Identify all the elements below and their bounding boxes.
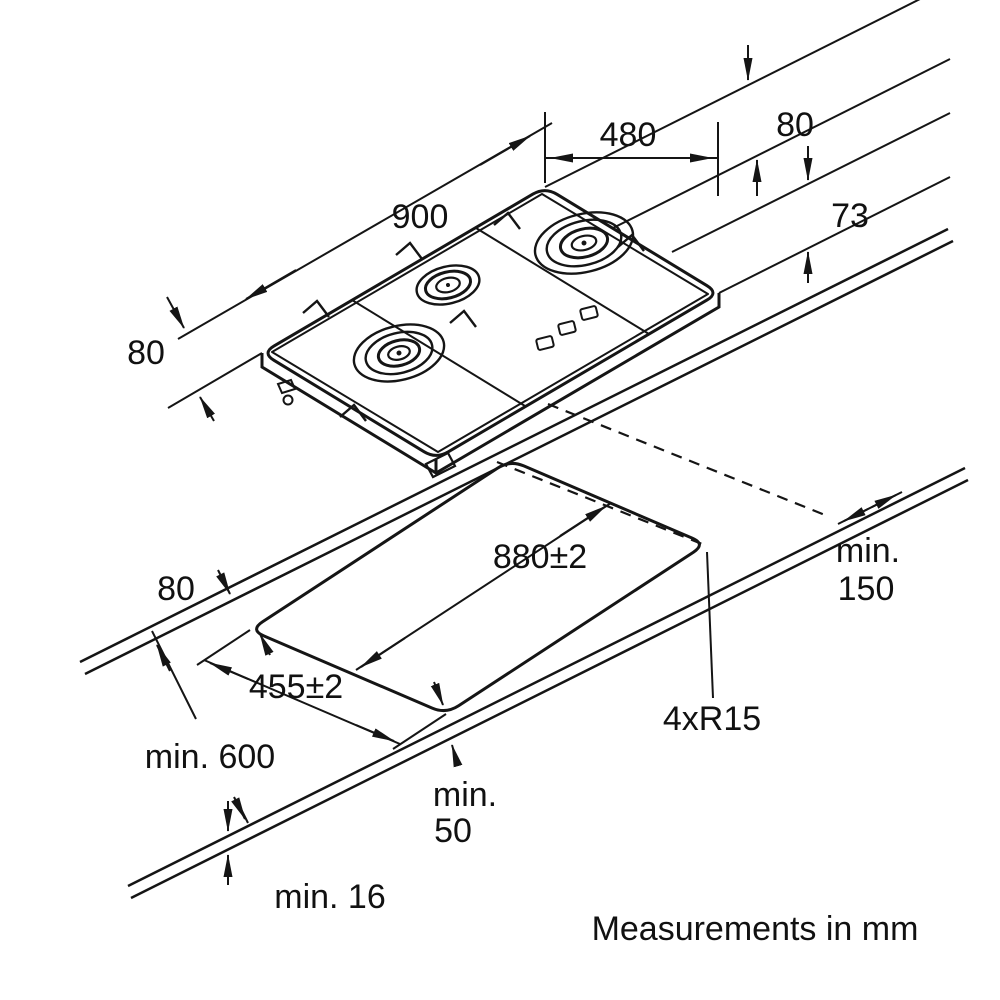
dim-min600: min. 600 <box>145 630 275 824</box>
burner-cap-icon <box>423 269 473 301</box>
burner-ring-icon <box>352 323 446 383</box>
burner-ring-icon <box>364 330 434 376</box>
dim-arrow <box>559 505 607 537</box>
dim-arrow <box>259 633 274 656</box>
worktop-back-edge-line-2 <box>84 239 954 676</box>
dim-label-73: 73 <box>831 197 869 235</box>
dim-arrow <box>209 662 249 680</box>
edge-extension-line <box>718 176 951 294</box>
zone-divider-2 <box>351 299 526 407</box>
burner-center-icon <box>396 350 402 356</box>
dim-line <box>151 630 197 720</box>
gas-fitting <box>276 378 297 395</box>
dim-label-min50-min: min. <box>433 776 497 814</box>
burner-cap-icon <box>435 276 461 294</box>
dim-label-80-top: 80 <box>776 106 814 144</box>
projection-dashed-line <box>547 402 831 519</box>
worktop-front-edge-line-2 <box>130 478 969 900</box>
edge-extension-line <box>544 0 921 188</box>
reference-line <box>612 58 951 229</box>
dim-arrow <box>216 569 231 595</box>
dim-80-top: 80 <box>544 0 951 229</box>
dim-label-min50-value: 50 <box>434 812 472 850</box>
dim-label-80-left: 80 <box>127 334 165 372</box>
cutout-outline <box>255 461 701 713</box>
dim-arrow <box>871 494 897 509</box>
hob-outline <box>266 189 715 457</box>
burner-ring-icon <box>533 211 635 275</box>
dim-arrow <box>231 796 246 820</box>
dim-arrow <box>360 637 406 668</box>
dim-arrow <box>430 681 444 706</box>
extension-line <box>196 629 251 666</box>
dim-arrow <box>199 396 215 422</box>
pan-support-icon <box>617 233 645 252</box>
burner-ring-icon <box>545 218 623 268</box>
dim-label-min16: min. 16 <box>274 878 386 916</box>
dim-label-min150-value: 150 <box>838 570 895 608</box>
projection-dashed-line-2 <box>496 460 708 548</box>
dim-80-left: 80 <box>127 296 263 422</box>
dim-arrow <box>355 724 395 742</box>
dim-arrow <box>245 269 297 300</box>
dim-min150: min. 150 <box>836 491 903 608</box>
burner-large-top <box>533 211 635 275</box>
hob-bottom-tab <box>424 451 457 479</box>
dim-label-min150-min: min. <box>836 532 900 570</box>
burner-small-middle <box>415 264 481 306</box>
gas-fitting-nut <box>282 394 294 406</box>
dim-label-900: 900 <box>392 198 449 236</box>
dim-455: 455±2 <box>196 629 447 750</box>
dim-480: 480 <box>544 112 719 196</box>
leader-line <box>706 551 714 699</box>
radius-callout: 4xR15 <box>663 551 761 738</box>
dim-arrow <box>166 296 185 329</box>
extension-line <box>392 713 447 750</box>
control-knob-icon <box>579 305 599 321</box>
worktop-back-edge-line <box>79 227 949 664</box>
dim-min50: min. 50 <box>430 681 497 850</box>
dim-label-80-rear: 80 <box>157 570 195 608</box>
pan-support-icon <box>449 309 477 328</box>
dim-arrow <box>156 644 171 672</box>
dim-label-880: 880±2 <box>493 538 587 576</box>
dim-label-min600: min. 600 <box>145 738 275 776</box>
pan-support-icon <box>302 299 330 318</box>
burner-center-icon <box>581 240 587 246</box>
dim-80-rear: 80 <box>157 569 274 656</box>
burner-cap-icon <box>376 338 422 368</box>
hob <box>260 189 721 479</box>
worktop-front-edge-line <box>127 466 966 888</box>
pan-support-icon <box>395 241 423 260</box>
hob-inner-rim <box>271 193 709 453</box>
burner-ring-icon <box>415 264 481 306</box>
dim-label-455: 455±2 <box>249 668 343 706</box>
edge-extension-line <box>167 352 263 409</box>
burner-cap-icon <box>558 226 610 260</box>
burner-cap-icon <box>570 234 598 252</box>
dim-900: 900 <box>177 122 553 340</box>
control-knob-icon <box>557 320 577 336</box>
control-knob-icon <box>535 335 555 351</box>
zone-divider <box>475 227 650 335</box>
dim-880: 880±2 <box>355 502 612 671</box>
reference-line <box>671 112 951 253</box>
dim-arrow <box>451 744 463 768</box>
dim-arrow <box>843 507 869 522</box>
burner-large-bottom <box>352 323 446 383</box>
dim-arrow <box>479 135 531 166</box>
dim-min16: min. 16 <box>223 801 386 916</box>
dim-label-radius: 4xR15 <box>663 700 761 738</box>
dim-73: 73 <box>671 112 951 294</box>
pan-support-icon <box>339 403 367 422</box>
footer-note: Measurements in mm <box>592 910 919 948</box>
burner-center-icon <box>446 283 450 287</box>
pan-support-icon <box>493 211 521 230</box>
burner-cap-icon <box>387 345 411 361</box>
hob-thickness-edge <box>260 293 721 475</box>
